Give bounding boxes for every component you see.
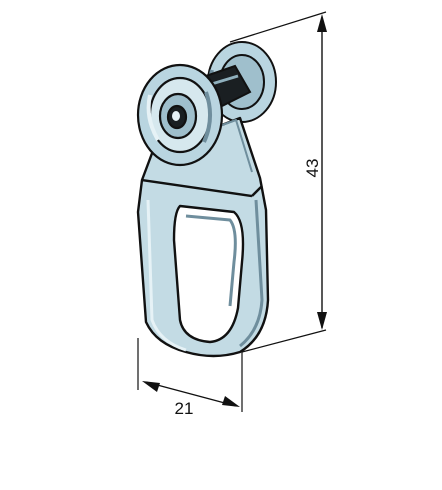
extension-line-bottom [241, 329, 327, 353]
width-dimension-label: 21 [175, 399, 194, 418]
front-wheel [136, 63, 224, 167]
arrow-top [317, 14, 327, 32]
dimension-arrows [142, 14, 327, 407]
width-dimension-line [145, 381, 237, 407]
arrow-bottom [317, 312, 327, 330]
arrow-right [222, 396, 240, 407]
dimension-lines [137, 11, 327, 412]
hanger-body [136, 116, 270, 358]
height-dimension-label: 43 [303, 159, 322, 178]
arrow-left [142, 381, 160, 392]
extension-line-top [229, 11, 327, 43]
